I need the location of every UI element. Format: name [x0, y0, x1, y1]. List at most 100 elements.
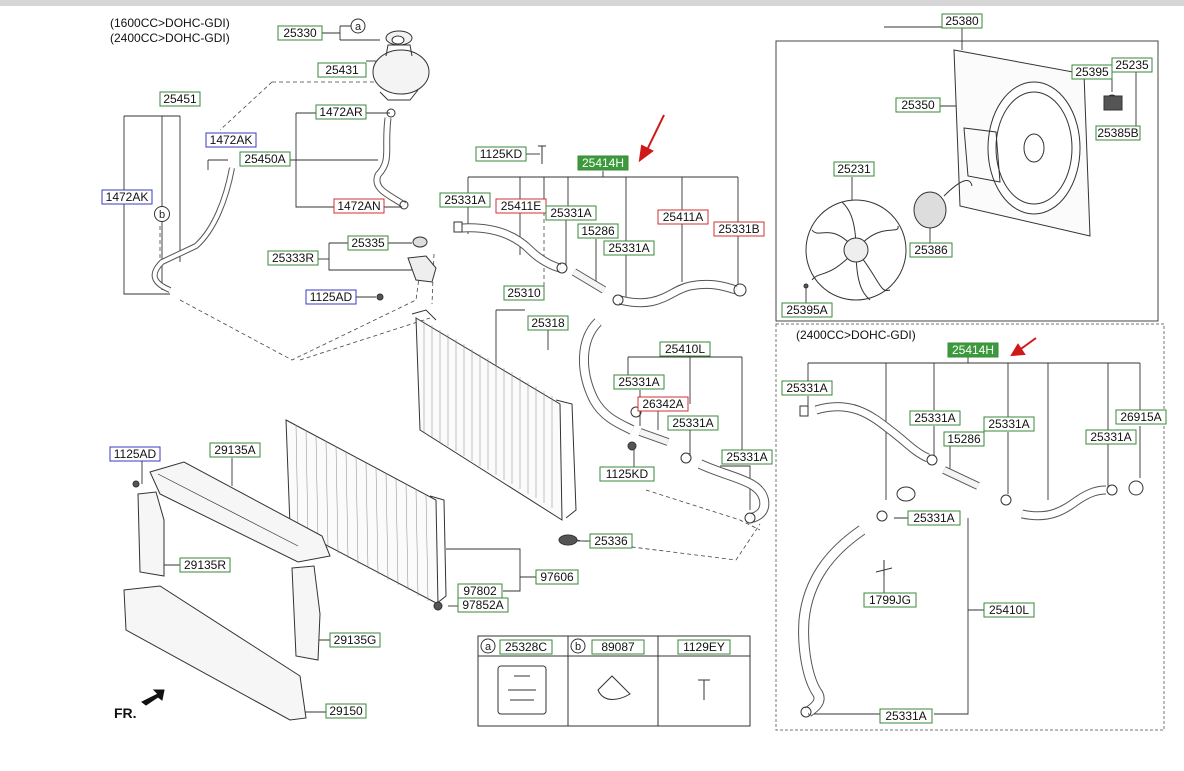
part-label-box [941, 13, 983, 29]
inset-engine-note: (2400CC>DOHC-GDI) [796, 328, 916, 342]
part-label-text: 25331A [885, 709, 926, 723]
part-label-text: 25414H [582, 156, 624, 170]
part-number-label: 25330 [277, 25, 323, 41]
part-label-text: 1125AD [114, 447, 157, 461]
part-number-label: 25385B [1095, 125, 1141, 141]
part-number-label: 25331A [613, 374, 665, 390]
circle-markers: a b a b [159, 18, 586, 654]
part-label-box [305, 289, 357, 305]
part-label-box [1085, 429, 1137, 445]
legend-part-label: 89087 [591, 639, 645, 655]
part-number-label: 25395A [781, 302, 833, 318]
part-label-text: 25331A [608, 241, 649, 255]
part-label-text: 25331A [1090, 430, 1131, 444]
part-number-label: 29150 [325, 703, 367, 719]
part-number-label: 97852A [457, 597, 509, 613]
part-label-text: 25331A [618, 375, 659, 389]
part-label-text: 25386 [914, 243, 948, 257]
part-label-text: 25331A [786, 381, 827, 395]
part-label-box [895, 97, 941, 113]
part-label-box [1111, 57, 1153, 73]
part-label-text: 25411E [501, 199, 541, 213]
part-label-box [781, 380, 833, 396]
part-label-text: 1125KD [480, 147, 523, 161]
part-label-box [781, 302, 833, 318]
part-label-box [947, 342, 999, 358]
part-label-box [943, 431, 985, 447]
air-guard-right-drawing [291, 565, 321, 661]
part-label-text: 25331A [726, 450, 767, 464]
part-label-text: 15286 [947, 432, 981, 446]
part-label-box [527, 315, 569, 331]
legend-part-label: 25328C [499, 639, 553, 655]
part-label-text: 25331B [718, 222, 759, 236]
part-label-text: 97852A [462, 598, 503, 612]
part-number-label: 25350 [895, 97, 941, 113]
part-number-label: 29135R [179, 557, 231, 573]
part-label-text: 25414H [952, 343, 994, 357]
part-number-label: 26342A [637, 396, 689, 412]
part-number-label: 25414H [577, 155, 629, 171]
legend-table-frame [477, 635, 751, 727]
part-number-label: 25231 [833, 161, 875, 177]
part-label-box [239, 151, 291, 167]
part-label-text: 1799JG [869, 593, 911, 607]
part-number-label: 25331A [1085, 429, 1137, 445]
part-label-box [603, 240, 655, 256]
part-number-label: 25410L [983, 602, 1035, 618]
part-number-label: 25331A [721, 449, 773, 465]
front-arrow-icon [141, 689, 165, 706]
circle-marker-a: a [355, 21, 362, 33]
air-guard-left-drawing [137, 491, 165, 577]
part-label-text: 29135G [334, 633, 377, 647]
part-label-text: 1472AR [319, 105, 363, 119]
part-number-label: 25410L [659, 341, 711, 357]
part-number-label: 25331A [545, 205, 597, 221]
part-label-box [277, 25, 323, 41]
part-label-box [983, 416, 1035, 432]
part-number-label: 1472AK [205, 132, 257, 148]
part-label-text: 25331A [672, 416, 713, 430]
part-number-label: 29135A [209, 442, 261, 458]
part-number-label: 25310 [503, 285, 545, 301]
part-label-box [1115, 409, 1167, 425]
part-number-label: 25450A [239, 151, 291, 167]
part-label-text: 25330 [283, 26, 317, 40]
part-label-text: 25333R [272, 251, 314, 265]
part-label-text: 1125KD [606, 467, 649, 481]
part-label-text: 25410L [989, 603, 1029, 617]
part-label-text: 1472AN [337, 199, 380, 213]
part-label-box [659, 341, 711, 357]
engine-note-2400: (2400CC>DOHC-GDI) [110, 31, 230, 45]
part-label-text: 25350 [901, 98, 935, 112]
part-label-box [179, 557, 231, 573]
part-label-text: 26342A [642, 397, 683, 411]
part-label-box [667, 415, 719, 431]
part-label-box [333, 198, 385, 214]
part-label-text: 26915A [1120, 410, 1161, 424]
part-label-text: 25331A [913, 511, 954, 525]
part-number-label: 1472AK [101, 189, 153, 205]
part-label-box [329, 632, 381, 648]
part-label-box [315, 104, 367, 120]
part-number-label: 1125KD [599, 466, 655, 482]
parts-diagram: a b a b (1600CC>DOHC-GDI) (2400CC>DOHC-G… [101, 13, 1167, 731]
part-label-text: 15286 [581, 224, 615, 238]
part-label-box [109, 446, 161, 462]
part-number-label: 25331A [439, 192, 491, 208]
fan-panel-frame [775, 40, 1159, 322]
red-arrow-icon [645, 114, 665, 153]
part-label-box [1095, 125, 1141, 141]
part-label-text: 25331A [988, 417, 1029, 431]
part-label-text: 25411A [663, 210, 703, 224]
part-label-text: 25395A [786, 303, 827, 317]
part-label-text: 1472AK [210, 133, 253, 147]
part-label-text: 25331A [444, 193, 485, 207]
legend-part-text: 89087 [601, 640, 635, 654]
carrier-lower-drawing [123, 585, 307, 721]
dashed-leader-lines [159, 81, 761, 561]
part-number-label: 15286 [577, 223, 619, 239]
part-label-box [267, 250, 319, 266]
part-label-box [439, 192, 491, 208]
part-label-box [503, 285, 545, 301]
